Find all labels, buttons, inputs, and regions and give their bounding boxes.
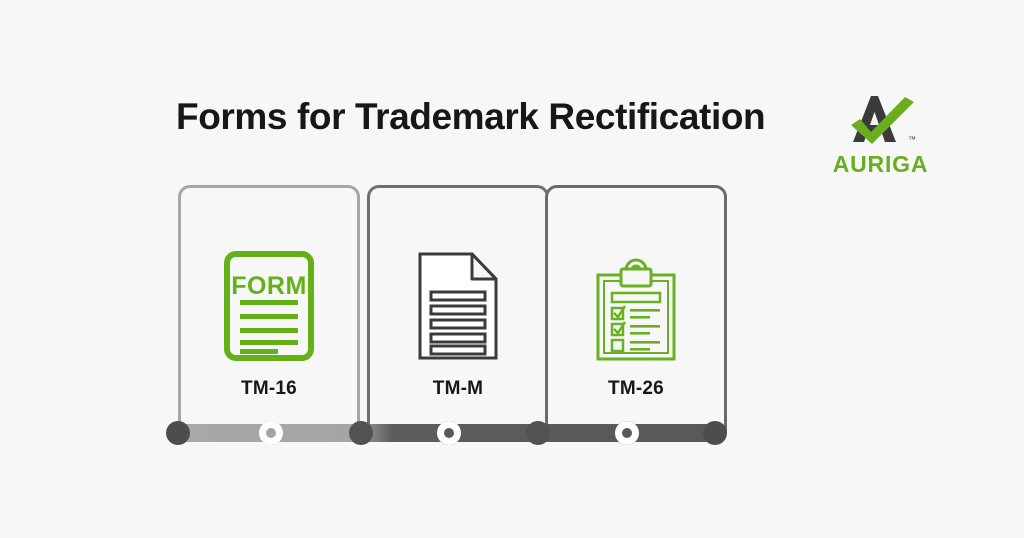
- timeline-node-divider-2: [525, 421, 550, 445]
- svg-text:FORM: FORM: [231, 272, 307, 300]
- timeline-node-start: [166, 421, 191, 445]
- timeline-node-tm-m[interactable]: [437, 421, 462, 445]
- folded-corner-document-icon: [408, 246, 508, 366]
- timeline-node-end: [702, 421, 727, 445]
- clipboard-checklist-icon: [586, 246, 686, 366]
- timeline: [166, 421, 727, 445]
- form-card-tm-26[interactable]: TM-26: [545, 185, 727, 433]
- form-document-icon: FORM: [219, 246, 319, 366]
- form-card-label: TM-26: [608, 378, 664, 399]
- timeline-node-divider-1: [348, 421, 373, 445]
- timeline-node-tm-16[interactable]: [258, 421, 283, 445]
- form-card-tm-16[interactable]: FORM TM-16: [178, 185, 360, 433]
- form-card-tm-m[interactable]: TM-M: [367, 185, 549, 433]
- timeline-node-tm-26[interactable]: [615, 421, 640, 445]
- brand-logo: ™ AURIGA: [818, 92, 943, 184]
- page-title: Forms for Trademark Rectification: [176, 96, 766, 137]
- form-cards-group: FORM TM-16: [178, 185, 727, 433]
- svg-text:™: ™: [908, 135, 916, 144]
- auriga-a-checkmark-logo-icon: ™: [850, 96, 916, 144]
- form-card-label: TM-M: [432, 378, 484, 399]
- form-card-label: TM-16: [241, 378, 297, 399]
- brand-wordmark: AURIGA: [832, 151, 929, 177]
